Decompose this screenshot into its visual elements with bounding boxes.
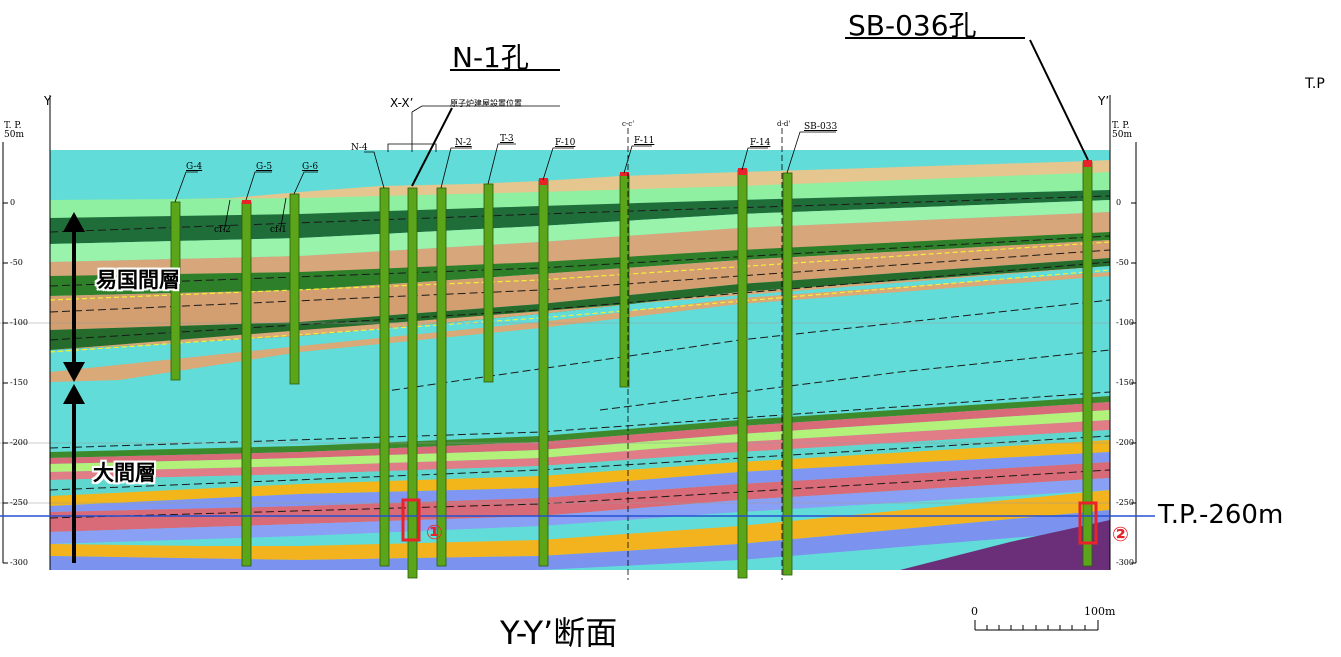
left-depth-axis xyxy=(2,95,51,570)
borehole-t3 xyxy=(483,183,494,383)
borehole-n4 xyxy=(379,187,390,567)
y-tick-left: -250 xyxy=(10,498,28,507)
axis-unit-left: T. P. 50m xyxy=(4,122,24,140)
hole-sb036-title: SB-036孔 xyxy=(848,9,977,42)
depth-gridlines xyxy=(0,322,1110,504)
borehole-sb036 xyxy=(1082,161,1093,567)
borehole-g6 xyxy=(289,193,300,385)
y-tick-left: -150 xyxy=(10,378,28,387)
fault-label: cf-1 xyxy=(270,225,287,235)
y-tick-right: -250 xyxy=(1116,498,1134,507)
fault-label: cf-2 xyxy=(214,225,231,235)
marker-2-label: ② xyxy=(1112,522,1129,546)
axis-unit-right: T. P. 50m xyxy=(1112,122,1132,140)
y-tick-right: -50 xyxy=(1116,258,1129,267)
y-tick-left: -200 xyxy=(10,438,28,447)
level-line-label: T.P.-260m xyxy=(1158,500,1284,530)
hole-n1-title: N-1孔 xyxy=(452,41,529,74)
borehole-label: T-3 xyxy=(500,134,514,144)
reactor-position-label: 原子炉建屋設置位置 xyxy=(450,99,522,108)
boreholes xyxy=(170,161,1093,579)
scale-end-label: 100m xyxy=(1084,605,1116,618)
borehole-f14 xyxy=(737,169,748,579)
callout-leaders xyxy=(411,37,1089,187)
section-end-right: Y’ xyxy=(1098,94,1110,108)
section-title: Y-Y’断面 xyxy=(500,614,618,652)
marker-1-label: ① xyxy=(426,520,443,544)
axis-unit-left-tp: T. P. xyxy=(4,121,22,131)
y-tick-right: -100 xyxy=(1116,318,1134,327)
borehole-n2 xyxy=(436,187,447,567)
lower-formation-label: 大間層 xyxy=(93,461,156,485)
y-tick-right: -150 xyxy=(1116,378,1134,387)
marker-1-box xyxy=(401,498,421,542)
borehole-label: d-d' xyxy=(777,120,791,128)
formation-arrows xyxy=(63,212,85,563)
borehole-n1 xyxy=(407,187,418,579)
marker-2-box xyxy=(1078,501,1098,545)
borehole-label: N-4 xyxy=(351,143,368,153)
borehole-label: F-11 xyxy=(634,136,655,146)
cross-section-label: X-X’ xyxy=(390,96,414,110)
axis-unit-right-top: 50m xyxy=(1112,130,1132,140)
borehole-label: N-2 xyxy=(455,138,472,148)
scale-bar xyxy=(974,620,1099,631)
borehole-label: c-c' xyxy=(622,120,635,128)
y-tick-left: -50 xyxy=(10,258,23,267)
axis-unit-right-tp: T. P. xyxy=(1112,121,1130,131)
borehole-label: G-6 xyxy=(302,162,319,172)
scale-zero-label: 0 xyxy=(971,605,978,618)
borehole-collars xyxy=(242,160,1092,204)
y-tick-left: -100 xyxy=(10,318,28,327)
y-tick-right: -300 xyxy=(1116,558,1134,567)
reactor-leader xyxy=(411,105,560,113)
y-tick-right: -200 xyxy=(1116,438,1134,447)
borehole-g4 xyxy=(170,201,181,381)
y-tick-left: -300 xyxy=(10,558,28,567)
strata xyxy=(50,150,1110,570)
borehole-label: G-5 xyxy=(256,162,273,172)
upper-formation-label: 易国間層 xyxy=(96,268,180,292)
y-tick-right: 0 xyxy=(1116,198,1122,207)
borehole-label: F-14 xyxy=(750,138,771,148)
borehole-sb033 xyxy=(782,172,793,576)
axis-unit-left-top: 50m xyxy=(4,130,24,140)
section-end-left: Y xyxy=(44,94,52,108)
borehole-f10 xyxy=(538,179,549,567)
right-depth-axis xyxy=(1109,95,1137,570)
borehole-label: F-10 xyxy=(555,138,576,148)
y-tick-left: 0 xyxy=(10,198,16,207)
borehole-label: SB-033 xyxy=(804,122,838,132)
borehole-label: G-4 xyxy=(186,162,203,172)
tp-top-right-label: T.P xyxy=(1305,76,1325,92)
borehole-leaders xyxy=(174,112,836,580)
borehole-g5 xyxy=(241,201,252,567)
